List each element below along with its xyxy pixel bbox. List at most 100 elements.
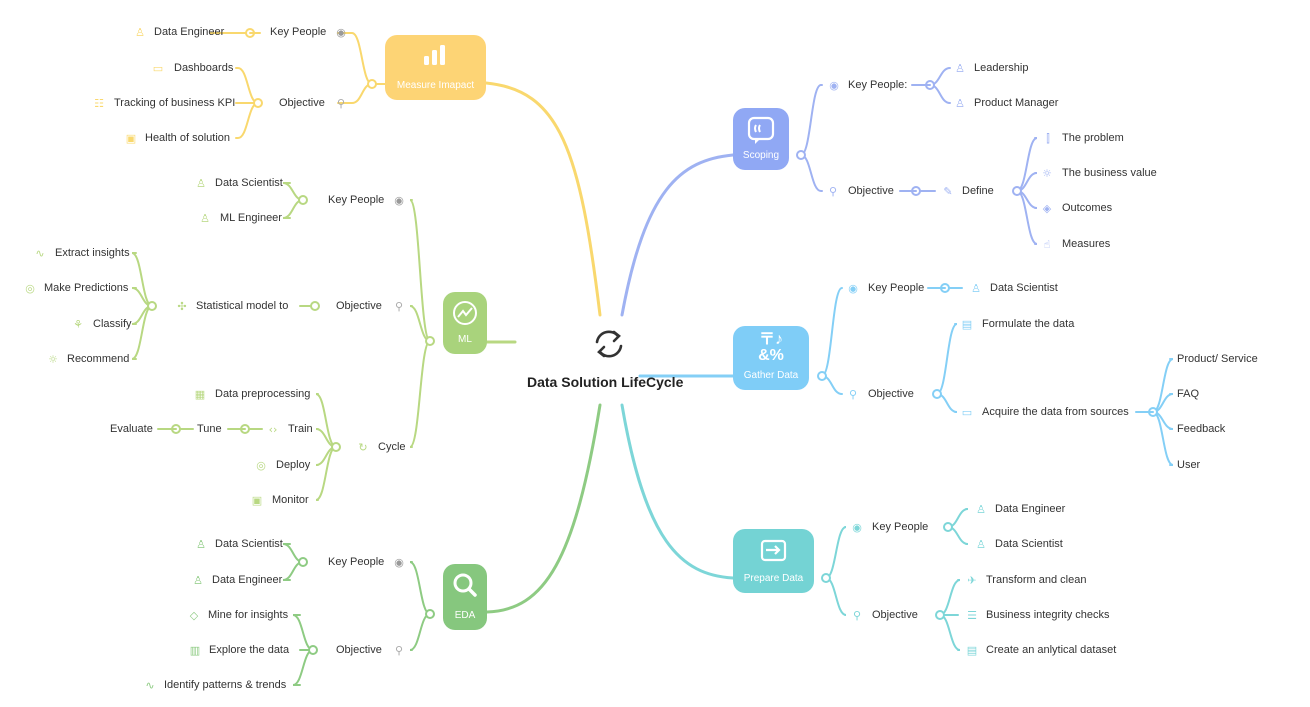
ml-make-predictions[interactable]: Make Predictions [44, 282, 129, 294]
gather-formulate[interactable]: Formulate the data [982, 318, 1075, 330]
magnifier-icon [453, 573, 477, 597]
gauge-icon: ◎ [25, 282, 35, 295]
list-icon: ☷ [94, 97, 104, 110]
eda-mine-insights[interactable]: Mine for insights [208, 609, 289, 621]
scoping-objective[interactable]: Objective [848, 185, 894, 197]
person-icon: ♙ [976, 503, 986, 516]
scoping-key-people[interactable]: Key People: [848, 79, 908, 91]
ml-train[interactable]: Train [288, 423, 313, 435]
gather-acquire[interactable]: Acquire the data from sources [982, 406, 1129, 418]
connector-dot [943, 522, 953, 532]
calendar-icon: ▣ [126, 132, 136, 145]
badge-icon: ◉ [394, 194, 404, 207]
prepare-integrity[interactable]: Business integrity checks [986, 609, 1110, 621]
measure-objective[interactable]: Objective [279, 97, 325, 109]
gather-objective[interactable]: Objective [868, 388, 914, 400]
measure-key-people[interactable]: Key People [270, 26, 327, 38]
measure-impact-node[interactable]: Measure Imapact [385, 35, 486, 100]
scoping-define[interactable]: Define [962, 185, 994, 197]
eda-key-people[interactable]: Key People [328, 556, 385, 568]
ml-deploy[interactable]: Deploy [276, 459, 311, 471]
connector [409, 613, 431, 651]
gather-product-service[interactable]: Product/ Service [1177, 353, 1258, 365]
ml-node[interactable]: ML [443, 292, 487, 354]
eda-data-engineer[interactable]: Data Engineer [212, 574, 283, 586]
person-icon: ♙ [193, 574, 203, 587]
eda-identify-patterns[interactable]: Identify patterns & trends [164, 679, 287, 691]
ml-extract-insights[interactable]: Extract insights [55, 247, 130, 259]
ml-data-preprocessing[interactable]: Data preprocessing [215, 388, 311, 400]
connector-dot [298, 195, 308, 205]
scoping-product-manager[interactable]: Product Manager [974, 97, 1059, 109]
scoping-business-value[interactable]: The business value [1062, 167, 1157, 179]
connector [825, 577, 847, 616]
measure-tracking-kpi[interactable]: Tracking of business KPI [114, 97, 236, 109]
ml-objective[interactable]: Objective [336, 300, 382, 312]
measure-health[interactable]: Health of solution [145, 132, 230, 144]
ml-statistical-model[interactable]: Statistical model to [196, 300, 289, 312]
prepare-data-scientist[interactable]: Data Scientist [995, 538, 1063, 550]
branch-prepare [620, 403, 735, 580]
ml-data-scientist[interactable]: Data Scientist [215, 177, 283, 189]
ml-tune[interactable]: Tune [197, 423, 222, 435]
bar-chart-icon [424, 45, 445, 65]
connector [821, 287, 843, 377]
connector-dot [425, 336, 435, 346]
connector-dot [310, 301, 320, 311]
ml-evaluate[interactable]: Evaluate [110, 423, 153, 435]
folder-icon: ▭ [962, 406, 972, 419]
prepare-data-node[interactable]: Prepare Data [733, 529, 814, 593]
prepare-objective[interactable]: Objective [872, 609, 918, 621]
connector [409, 199, 431, 342]
measure-dashboards[interactable]: Dashboards [174, 62, 234, 74]
gather-user[interactable]: User [1177, 459, 1201, 471]
pulse-icon: ∿ [145, 679, 154, 692]
ml-cycle[interactable]: Cycle [378, 441, 406, 453]
connector [939, 579, 961, 616]
eda-explore-data[interactable]: Explore the data [209, 644, 290, 656]
prepare-transform[interactable]: Transform and clean [986, 574, 1087, 586]
enter-icon [760, 539, 787, 562]
scoping-outcomes[interactable]: Outcomes [1062, 202, 1113, 214]
connector-dot [932, 389, 942, 399]
scoping-leadership[interactable]: Leadership [974, 62, 1029, 74]
eda-objective[interactable]: Objective [336, 644, 382, 656]
ml-classify[interactable]: Classify [93, 318, 132, 330]
person-icon: ♙ [135, 26, 145, 39]
location-pin-icon: ⚲ [395, 300, 403, 313]
location-pin-icon: ⚲ [829, 185, 837, 198]
connector [235, 67, 259, 104]
gather-data-label: Gather Data [743, 370, 799, 381]
prepare-create-dataset[interactable]: Create an anlytical dataset [986, 644, 1117, 656]
gather-key-people[interactable]: Key People [868, 282, 925, 294]
eda-data-scientist[interactable]: Data Scientist [215, 538, 283, 550]
gather-data-scientist[interactable]: Data Scientist [990, 282, 1058, 294]
ml-ml-engineer[interactable]: ML Engineer [220, 212, 282, 224]
ml-recommend[interactable]: Recommend [67, 353, 130, 365]
measure-impact-label: Measure Imapact [396, 80, 475, 91]
eda-node[interactable]: EDA [443, 564, 487, 630]
gather-faq[interactable]: FAQ [1177, 388, 1200, 400]
prepare-data-engineer[interactable]: Data Engineer [995, 503, 1066, 515]
scoping-measures[interactable]: Measures [1062, 238, 1111, 250]
scoping-node[interactable]: Scoping [733, 108, 789, 170]
prepare-key-people[interactable]: Key People [872, 521, 929, 533]
badge-icon: ◉ [336, 26, 346, 39]
pencil-icon: ✎ [943, 185, 952, 198]
ml-monitor[interactable]: Monitor [272, 494, 309, 506]
scoping-the-problem[interactable]: The problem [1062, 132, 1124, 144]
gather-feedback[interactable]: Feedback [1177, 423, 1226, 435]
table-icon: ▦ [195, 388, 205, 401]
connector-dot [821, 573, 831, 583]
connector [800, 154, 823, 192]
symbols-icon: 〒♪ &% [733, 332, 809, 364]
gather-data-node[interactable]: 〒♪ &% Gather Data [733, 326, 809, 390]
refresh-icon: ↻ [358, 441, 367, 454]
connector-dot [331, 442, 341, 452]
measure-data-engineer[interactable]: Data Engineer [154, 26, 225, 38]
ml-key-people[interactable]: Key People [328, 194, 385, 206]
connector-dot [253, 98, 263, 108]
person-icon: ♙ [955, 97, 965, 110]
badge-icon: ◉ [852, 521, 862, 534]
